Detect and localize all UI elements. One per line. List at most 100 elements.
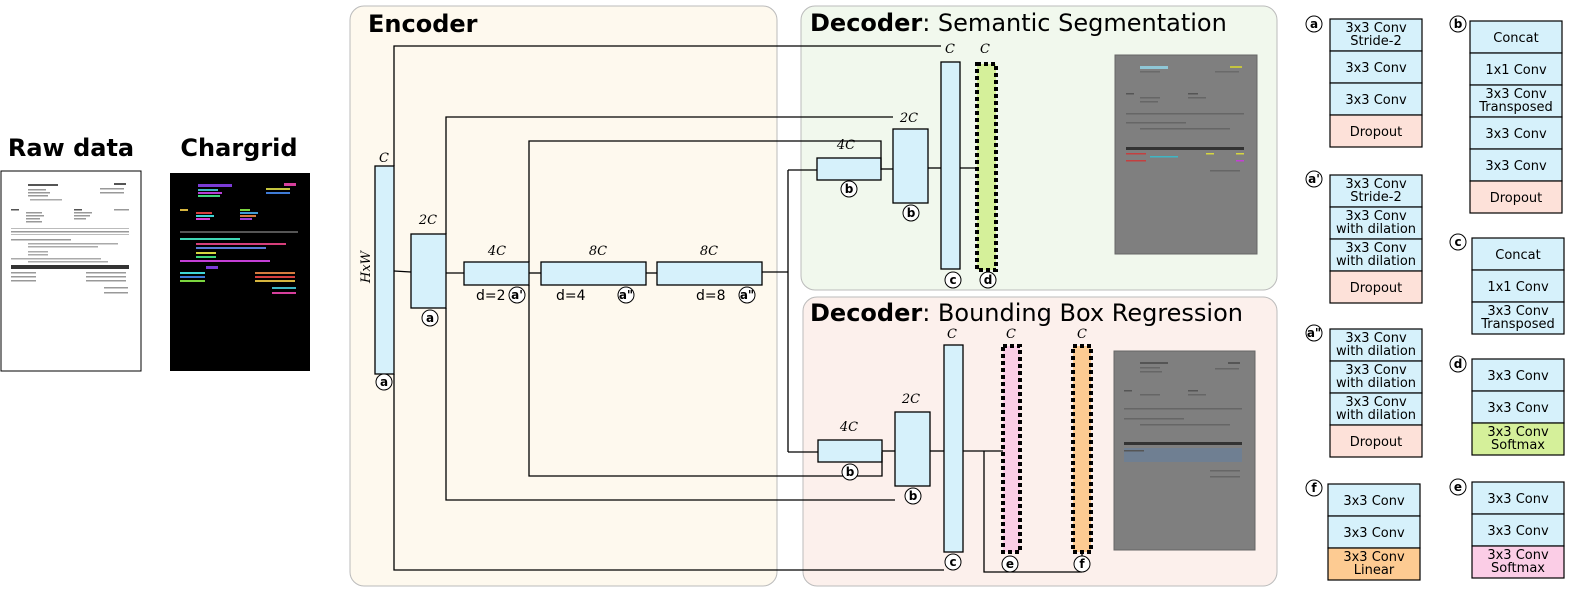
dim-label-4c-seg: 4C <box>836 138 855 153</box>
legend-block <box>1471 301 1565 335</box>
legend-block <box>1471 481 1565 515</box>
dim-label-c-box-mask: C <box>1006 327 1016 342</box>
chargrid-heading: Chargrid <box>180 134 297 162</box>
legend-block-label: 3x3 Conv <box>1345 93 1407 108</box>
legend-block-label: Dropout <box>1350 435 1403 450</box>
bbox-decoder-block-2c <box>894 411 931 487</box>
dilation-label-2: d=2 <box>476 288 506 304</box>
dim-label-c-box-coord: C <box>1077 327 1087 342</box>
dilation-label-8: d=8 <box>696 288 726 304</box>
legend-block <box>1469 116 1563 150</box>
encoder-input-block <box>374 165 395 375</box>
legend-block <box>1469 20 1563 54</box>
badge-d-seg-output: d <box>979 271 997 289</box>
legend-badge-label: a <box>1310 17 1318 31</box>
seg-decoder-block-c <box>940 61 961 270</box>
legend-badge-b <box>1449 15 1467 33</box>
dim-label-c-seg: C <box>945 42 955 57</box>
legend-block-label: 3x3 Conv <box>1487 492 1549 507</box>
chargrid-image <box>170 173 310 371</box>
encoder-block-4c <box>463 261 530 286</box>
legend-block-label: Concat <box>1493 31 1538 46</box>
legend-block-label: Dropout <box>1350 281 1403 296</box>
dim-label-4c-bbox: 4C <box>839 420 858 435</box>
legend-block <box>1469 52 1563 86</box>
badge-f-box-coord: f <box>1073 555 1091 573</box>
legend-block <box>1329 50 1423 84</box>
svg-text:a: a <box>380 375 388 389</box>
legend-block <box>1327 515 1421 549</box>
raw-data-heading: Raw data <box>8 134 134 162</box>
legend-badge-label: a" <box>1307 326 1321 340</box>
encoder-block-2c <box>410 233 447 309</box>
segmentation-decoder-title: Decoder: Semantic Segmentation <box>810 9 1227 37</box>
legend-badge-a <box>1305 15 1323 33</box>
badge-c-seg: c <box>944 271 962 289</box>
bbox-output-image <box>1113 350 1256 551</box>
connections <box>393 45 1083 573</box>
legend-block-label: 3x3 Conv <box>1343 494 1405 509</box>
dim-label-2c-bbox: 2C <box>901 392 920 407</box>
svg-text:a": a" <box>619 288 633 302</box>
legend-badge-label: a' <box>1308 172 1320 186</box>
dilation-label-4: d=4 <box>556 288 586 304</box>
svg-text:a: a <box>426 311 434 325</box>
badge-b-seg-2c: b <box>902 204 920 222</box>
legend-block-label: 3x3 Conv <box>1487 401 1549 416</box>
legend-block-label: 1x1 Conv <box>1485 63 1547 78</box>
badge-a-2c: a <box>421 309 439 327</box>
legend-badge-label: f <box>1311 481 1317 495</box>
encoder-panel <box>349 5 778 587</box>
dim-label-2c-encoder: 2C <box>418 213 437 228</box>
dim-label-2c-seg: 2C <box>899 111 918 126</box>
svg-text:a': a' <box>511 288 523 302</box>
legend-badge-f <box>1305 479 1323 497</box>
legend-block <box>1329 424 1423 458</box>
legend-block <box>1329 114 1423 148</box>
legend-badge-a2 <box>1305 324 1323 342</box>
legend-block-label: 3x3 Conv <box>1487 524 1549 539</box>
legend-block <box>1471 237 1565 271</box>
legend-block-label: 3x3 Conv <box>1345 61 1407 76</box>
encoder-block-8c-d8 <box>656 261 763 286</box>
encoder-block-8c-d4 <box>540 261 647 286</box>
badge-b-bbox-2c: b <box>904 487 922 505</box>
legend-badge-label: c <box>1454 235 1461 249</box>
legend-block <box>1329 206 1423 240</box>
encoder-title: Encoder <box>368 10 478 38</box>
badge-e-box-mask: e <box>1001 555 1019 573</box>
legend-badge-d <box>1449 355 1467 373</box>
legend-block <box>1471 269 1565 303</box>
legend-block-label: 3x3 Conv <box>1485 159 1547 174</box>
legend-badge-e <box>1449 478 1467 496</box>
legend-block-label: Concat <box>1495 248 1540 263</box>
badge-b-seg-4c: b <box>840 180 858 198</box>
bbox-decoder-title: Decoder: Bounding Box Regression <box>810 299 1243 327</box>
svg-text:b: b <box>846 465 855 479</box>
legend-badge-label: d <box>1454 357 1463 371</box>
seg-decoder-block-2c <box>892 128 929 204</box>
legend-block <box>1471 422 1565 456</box>
svg-text:b: b <box>845 182 854 196</box>
svg-text:c: c <box>949 273 956 287</box>
legend-badge-label: e <box>1454 480 1462 494</box>
svg-text:d: d <box>984 273 993 287</box>
segmentation-output-block <box>975 62 998 272</box>
legend-block <box>1329 270 1423 304</box>
badge-a2-8c-b: a" <box>738 286 756 304</box>
